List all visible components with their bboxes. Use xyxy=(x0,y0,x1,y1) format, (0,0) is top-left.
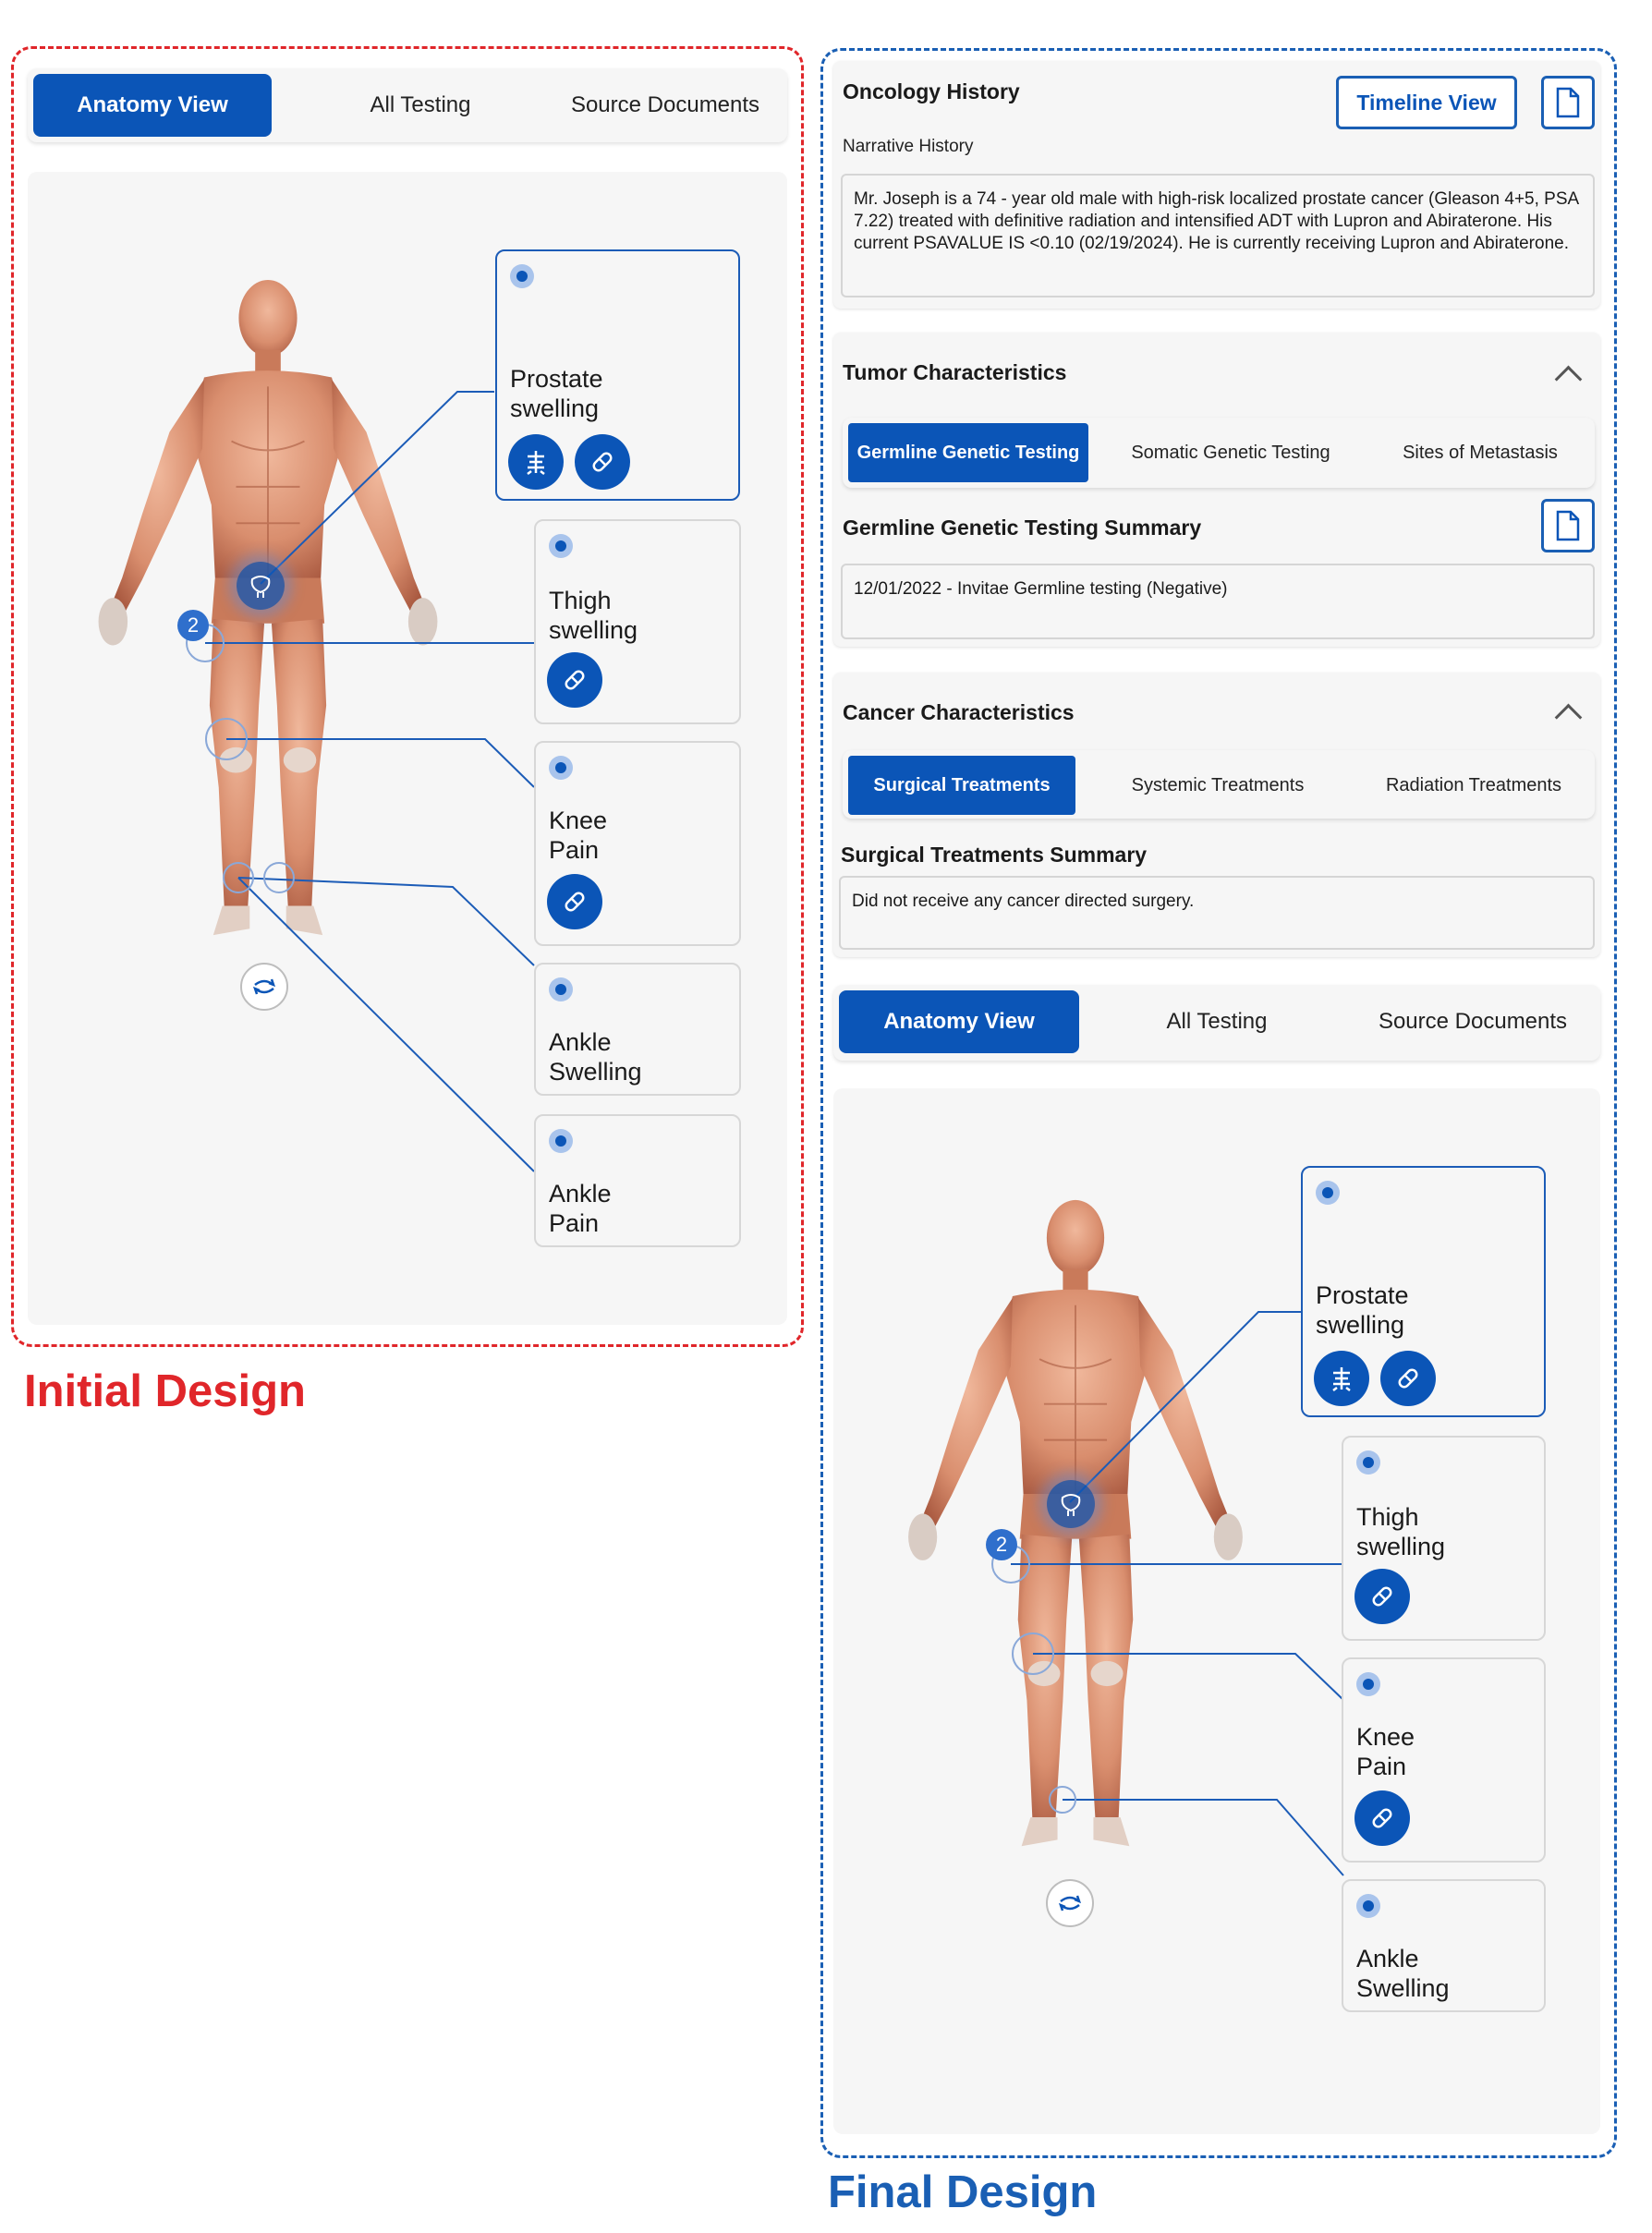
tab-anatomy-view[interactable]: Anatomy View xyxy=(33,74,272,137)
initial-tab-bar: Anatomy View All Testing Source Document… xyxy=(28,68,787,142)
tumor-characteristics-title: Tumor Characteristics xyxy=(843,360,1067,384)
tab-somatic-genetic-testing[interactable]: Somatic Genetic Testing xyxy=(1131,442,1330,463)
radiation-icon xyxy=(1332,1367,1351,1391)
status-dot xyxy=(549,534,573,558)
radiation-button[interactable] xyxy=(508,434,564,490)
final-design-label: Final Design xyxy=(828,2167,1098,2217)
surgical-summary-title: Surgical Treatments Summary xyxy=(841,843,1148,867)
medication-button[interactable] xyxy=(575,434,630,490)
initial-design-label: Initial Design xyxy=(24,1366,306,1416)
radiation-icon xyxy=(527,451,545,475)
status-dot xyxy=(549,1129,573,1153)
tumor-tab-bar: Germline Genetic Testing Somatic Genetic… xyxy=(843,418,1595,488)
rotate-view-button[interactable] xyxy=(240,963,288,1011)
tab-radiation-treatments[interactable]: Radiation Treatments xyxy=(1385,774,1562,795)
tab-surgical-treatments[interactable]: Surgical Treatments xyxy=(848,756,1075,815)
final-tab-bar: Anatomy View All Testing Source Document… xyxy=(833,985,1600,1061)
status-dot xyxy=(1356,1450,1380,1475)
document-icon xyxy=(1556,510,1580,541)
status-dot xyxy=(510,264,534,288)
cancer-tab-bar: Surgical Treatments Systemic Treatments … xyxy=(843,750,1595,819)
final-connector-lines xyxy=(991,1311,1344,1876)
bladder-icon xyxy=(250,576,271,598)
rotate-icon xyxy=(1058,1895,1082,1911)
tab-systemic-treatments[interactable]: Systemic Treatments xyxy=(1131,774,1305,795)
pill-icon xyxy=(565,670,585,690)
bladder-icon xyxy=(1061,1494,1081,1516)
pill-icon xyxy=(1372,1586,1392,1607)
tab-source-documents[interactable]: Source Documents xyxy=(1378,1009,1568,1034)
pill-icon xyxy=(1372,1808,1392,1828)
rotate-view-button[interactable] xyxy=(1046,1879,1094,1927)
status-dot xyxy=(549,756,573,780)
narrative-history-text: Mr. Joseph is a 74 - year old male with … xyxy=(841,174,1595,297)
tab-sites-of-metastasis[interactable]: Sites of Metastasis xyxy=(1403,442,1558,463)
initial-connector-lines xyxy=(186,391,535,1172)
document-button[interactable] xyxy=(1541,76,1595,129)
pill-icon xyxy=(1398,1368,1418,1389)
prostate-marker[interactable] xyxy=(237,562,285,610)
rotate-icon xyxy=(252,978,276,995)
status-dot xyxy=(549,977,573,1001)
document-icon xyxy=(1556,87,1580,118)
germline-document-button[interactable] xyxy=(1541,499,1595,552)
marker-count-badge[interactable]: 2 xyxy=(986,1529,1017,1560)
germline-summary-title: Germline Genetic Testing Summary xyxy=(843,516,1202,540)
pill-icon xyxy=(565,892,585,912)
tab-all-testing[interactable]: All Testing xyxy=(370,92,471,117)
medication-button[interactable] xyxy=(547,874,602,929)
tab-anatomy-view[interactable]: Anatomy View xyxy=(839,990,1079,1053)
tab-source-documents[interactable]: Source Documents xyxy=(570,92,760,117)
final-design-frame xyxy=(820,48,1617,2158)
timeline-view-button[interactable]: Timeline View xyxy=(1336,76,1517,129)
radiation-button[interactable] xyxy=(1314,1351,1369,1406)
tab-germline-genetic-testing[interactable]: Germline Genetic Testing xyxy=(848,423,1088,482)
initial-design-frame xyxy=(11,46,804,1347)
pill-icon xyxy=(592,452,613,472)
tab-all-testing[interactable]: All Testing xyxy=(1166,1009,1268,1034)
narrative-history-label: Narrative History xyxy=(843,137,974,156)
surgical-summary-text: Did not receive any cancer directed surg… xyxy=(839,876,1595,950)
medication-button[interactable] xyxy=(1354,1790,1410,1846)
cancer-characteristics-title: Cancer Characteristics xyxy=(843,700,1075,724)
medication-button[interactable] xyxy=(547,652,602,708)
germline-summary-text: 12/01/2022 - Invitae Germline testing (N… xyxy=(841,564,1595,639)
medication-button[interactable] xyxy=(1354,1569,1410,1624)
medication-button[interactable] xyxy=(1380,1351,1436,1406)
prostate-marker[interactable] xyxy=(1047,1480,1095,1528)
status-dot xyxy=(1356,1894,1380,1918)
marker-count-badge[interactable]: 2 xyxy=(177,610,209,641)
status-dot xyxy=(1356,1672,1380,1696)
oncology-history-title: Oncology History xyxy=(843,79,1020,103)
status-dot xyxy=(1316,1181,1340,1205)
